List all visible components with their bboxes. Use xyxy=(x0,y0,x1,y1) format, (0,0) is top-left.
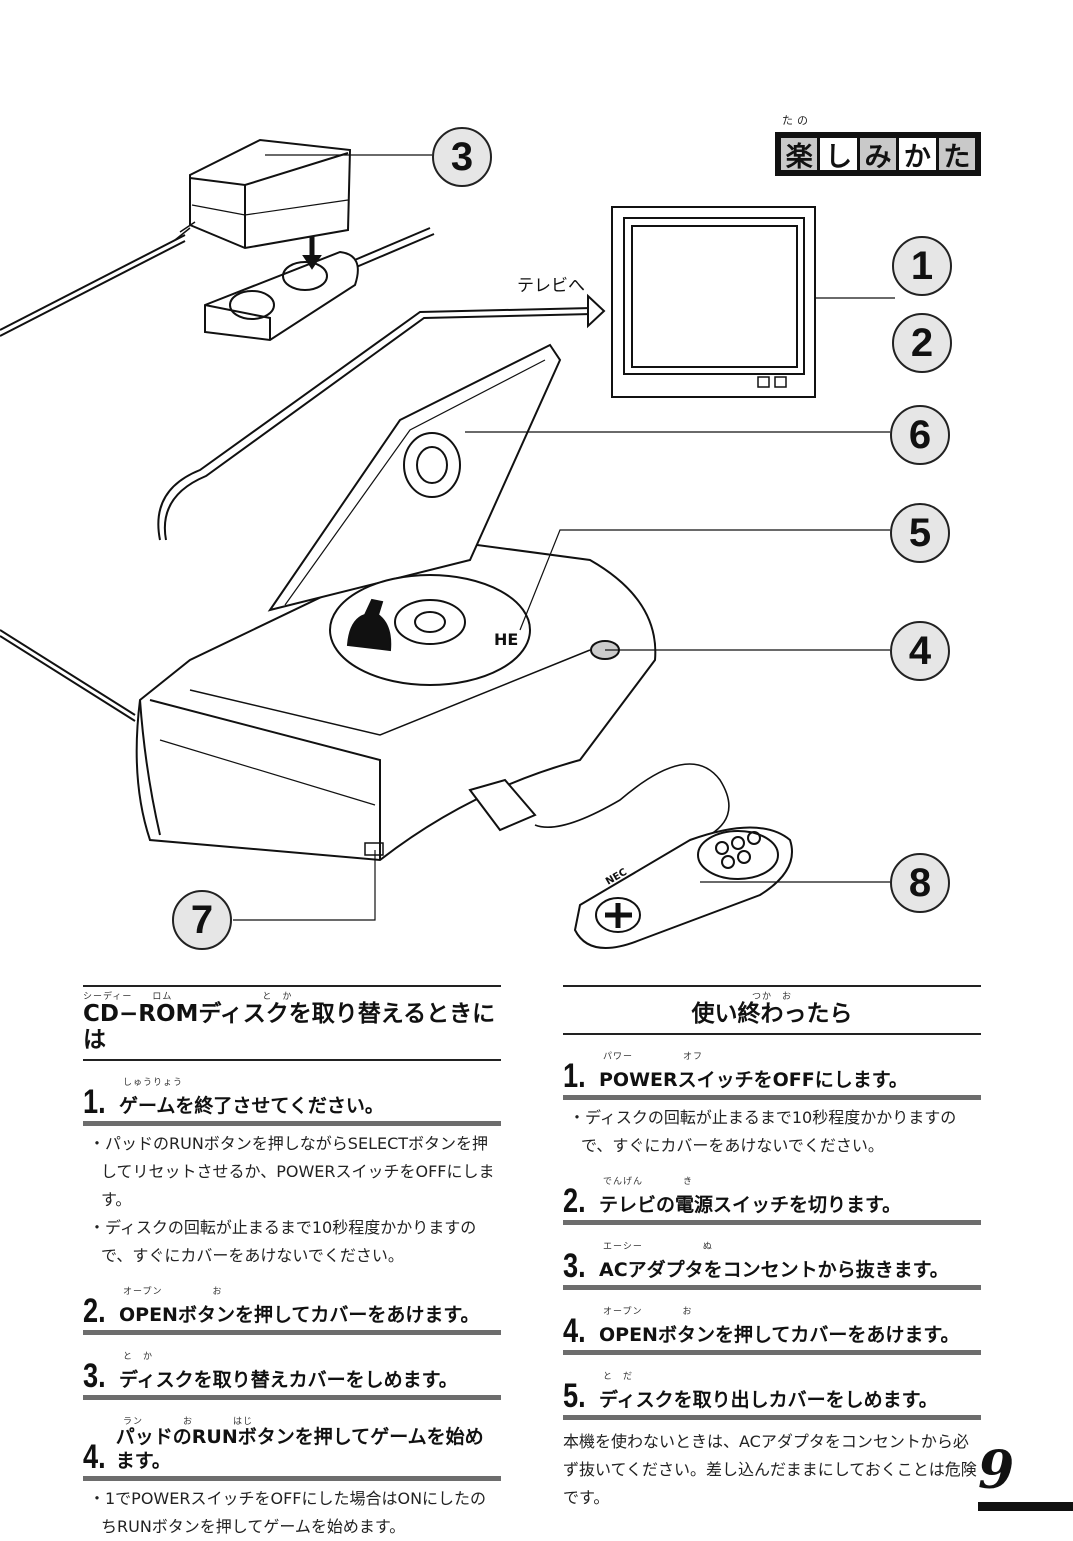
step-text: ゲームを終了させてください。 xyxy=(119,1095,384,1117)
title-char: し xyxy=(820,138,857,173)
page-number: 9 xyxy=(978,1440,1015,1501)
av-cable xyxy=(163,313,593,541)
power-cable xyxy=(0,240,186,337)
step-number: 2. xyxy=(83,1292,106,1330)
step-1: パワー オフ 1. POWERスイッチをOFFにします。 ・ディスクの回転が止まる… xyxy=(563,1049,981,1160)
step-2: でんげん き 2. テレビの電源スイッチを切ります。 xyxy=(563,1174,981,1225)
power-cable xyxy=(0,234,186,331)
step-1: しゅうりょう 1. ゲームを終了させてください。 ・パッドのRUNボタンを押しなが… xyxy=(83,1075,501,1270)
step-number: 5. xyxy=(563,1377,586,1415)
step-number: 4. xyxy=(83,1438,106,1476)
section-title: CD−ROMディスクを取り替えるときには xyxy=(83,1001,496,1053)
step-number: 4. xyxy=(563,1312,586,1350)
callout-7: 7 xyxy=(172,890,232,950)
step-5: と だ 5. ディスクを取り出しカバーをしめます。 xyxy=(563,1369,981,1420)
step-4: オープン お 4. OPENボタンを押してカバーをあけます。 xyxy=(563,1304,981,1355)
outlet-cable xyxy=(349,227,431,263)
step-number: 3. xyxy=(83,1357,106,1395)
step-text: ディスクを取り替えカバーをしめます。 xyxy=(119,1369,458,1391)
step-ruby: しゅうりょう xyxy=(123,1078,184,1088)
section-ruby: つか お xyxy=(751,992,792,1002)
step-3: エーシー ぬ 3. ACアダプタをコンセントから抜きます。 xyxy=(563,1239,981,1290)
after-use-section: つか お 使い終わったら パワー オフ 1. POWERスイッチをOFFにします。… xyxy=(563,985,981,1512)
callout-2: 2 xyxy=(892,313,952,373)
adapter-cable xyxy=(0,629,136,716)
av-cable xyxy=(157,307,593,541)
safety-note: 本機を使わないときは、ACアダプタをコンセントから必ず抜いてください。差し込んだ… xyxy=(563,1432,977,1507)
step-3: と か 3. ディスクを取り替えカバーをしめます。 xyxy=(83,1349,501,1400)
title-char: 楽 xyxy=(781,138,818,173)
callout-1: 1 xyxy=(892,236,952,296)
outlet-cable xyxy=(353,233,435,269)
step-ruby: エーシー ぬ xyxy=(603,1242,713,1252)
power-strip xyxy=(204,236,359,342)
section-header: つか お 使い終わったら xyxy=(563,985,981,1035)
step-note: ・1でPOWERスイッチをOFFにした場合はONにしたのちRUNボタンを押してゲ… xyxy=(89,1489,487,1536)
title-char: み xyxy=(859,138,897,173)
section-ruby: シーディー ロム と か xyxy=(83,992,293,1002)
callout-6: 6 xyxy=(890,405,950,465)
page-title: 楽 し み か た xyxy=(775,132,981,176)
step-text: ACアダプタをコンセントから抜きます。 xyxy=(599,1259,949,1281)
title-char: た xyxy=(938,138,976,173)
disc-change-section: シーディー ロム と か CD−ROMディスクを取り替えるときには しゅうりょう… xyxy=(83,985,501,1541)
step-ruby: オープン お xyxy=(603,1307,693,1317)
ac-adapter xyxy=(174,138,352,250)
step-text: テレビの電源スイッチを切ります。 xyxy=(599,1194,902,1216)
step-ruby: パワー オフ xyxy=(603,1052,704,1062)
page-number-bar xyxy=(978,1502,1073,1511)
step-text: ディスクを取り出しカバーをしめます。 xyxy=(599,1389,938,1411)
step-note: ・ディスクの回転が止まるまで10秒程度かかりますので、すぐにカバーをあけないでく… xyxy=(569,1108,957,1155)
leader-lines xyxy=(233,154,895,921)
disc-logo: HE xyxy=(494,630,518,649)
section-header: シーディー ロム と か CD−ROMディスクを取り替えるときには xyxy=(83,985,501,1061)
step-number: 2. xyxy=(563,1182,586,1220)
step-number: 1. xyxy=(83,1083,106,1121)
title-ruby: たの xyxy=(782,114,812,127)
adapter-cable xyxy=(0,635,136,722)
gamepad: NEC xyxy=(573,826,793,949)
television xyxy=(611,206,816,398)
step-note: ・ディスクの回転が止まるまで10秒程度かかりますので、すぐにカバーをあけないでく… xyxy=(89,1218,477,1265)
step-2: オープン お 2. OPENボタンを押してカバーをあけます。 xyxy=(83,1284,501,1335)
callout-3: 3 xyxy=(432,127,492,187)
step-ruby: と だ xyxy=(603,1372,634,1382)
step-text: OPENボタンを押してカバーをあけます。 xyxy=(599,1324,960,1346)
step-number: 1. xyxy=(563,1057,586,1095)
tv-label: テレビへ xyxy=(517,276,585,296)
title-char: か xyxy=(899,138,936,173)
step-ruby: でんげん き xyxy=(603,1177,694,1187)
step-ruby: オープン お xyxy=(123,1287,223,1297)
av-arrow xyxy=(587,293,606,329)
step-ruby: と か xyxy=(123,1352,154,1362)
step-number: 3. xyxy=(563,1247,586,1285)
step-4: ラン お はじ 4.パッドのRUNボタンを押してゲームを始めます。 ・1でPOW… xyxy=(83,1414,501,1541)
step-text: OPENボタンを押してカバーをあけます。 xyxy=(119,1304,480,1326)
step-text: POWERスイッチをOFFにします。 xyxy=(599,1069,908,1091)
section-title: 使い終わったら xyxy=(691,1001,853,1027)
pc-engine-duo-console: HE xyxy=(135,343,730,862)
callout-5: 5 xyxy=(890,503,950,563)
step-note: ・パッドのRUNボタンを押しながらSELECTボタンを押してリセットさせるか、P… xyxy=(89,1134,495,1209)
callout-4: 4 xyxy=(890,621,950,681)
step-text: パッドのRUNボタンを押してゲームを始めます。 xyxy=(115,1426,484,1472)
callout-8: 8 xyxy=(890,853,950,913)
step-ruby: ラン お はじ xyxy=(123,1417,254,1427)
setup-illustration: HE NEC xyxy=(0,138,895,949)
